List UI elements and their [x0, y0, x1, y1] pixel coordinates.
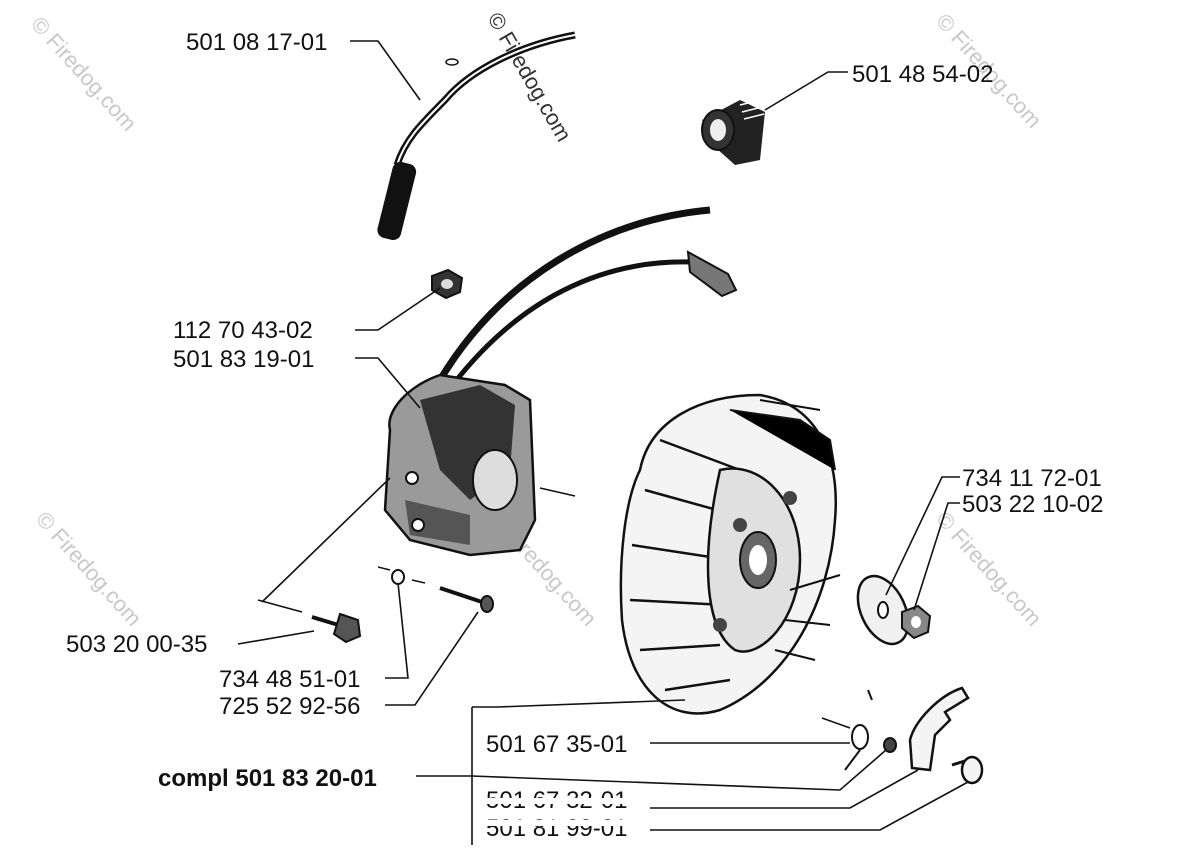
small-nut-part	[431, 268, 464, 300]
label-spring: 501 67 35-01	[486, 731, 627, 758]
watermark-mid-right: © Firedog.com	[931, 507, 1046, 631]
module-screws-part	[311, 569, 494, 644]
flywheel-washer-nut-part	[856, 574, 932, 646]
label-ignition-lead: 501 08 17-01	[186, 29, 327, 56]
bottom-mask-left	[0, 800, 470, 853]
label-compl-assembly: compl 501 83 20-01	[158, 765, 377, 792]
center-lines	[377, 487, 851, 729]
label-screw-long: 725 52 92-56	[219, 693, 360, 720]
watermark-top-left: © Firedog.com	[26, 12, 141, 136]
ignition-module-part	[383, 206, 738, 557]
label-washer: 734 48 51-01	[219, 666, 360, 693]
flywheel-part	[619, 393, 841, 715]
bottom-mask-label-2	[480, 820, 680, 826]
bottom-mask-label	[480, 798, 680, 804]
ignition-lead-part	[377, 31, 576, 241]
pawl-assembly-part	[844, 686, 984, 785]
watermark-top-center: © Firedog.com	[483, 8, 577, 146]
label-washer-flywheel: 734 11 72-01	[962, 465, 1102, 492]
watermark-mid-left: © Firedog.com	[31, 507, 146, 631]
spark-plug-cap-part	[701, 99, 765, 165]
label-nut-flywheel: 503 22 10-02	[962, 491, 1103, 518]
labels: 501 08 17-01 501 48 54-02 112 70 43-02 5…	[66, 29, 1103, 842]
label-nut-small: 112 70 43-02	[173, 317, 313, 344]
leader-lines	[237, 40, 969, 845]
label-spark-plug-cap: 501 48 54-02	[852, 61, 993, 88]
label-pin: 501 81 99-01	[486, 815, 627, 842]
label-ignition-module: 501 83 19-01	[173, 346, 314, 373]
label-screw-module: 503 20 00-35	[66, 631, 207, 658]
